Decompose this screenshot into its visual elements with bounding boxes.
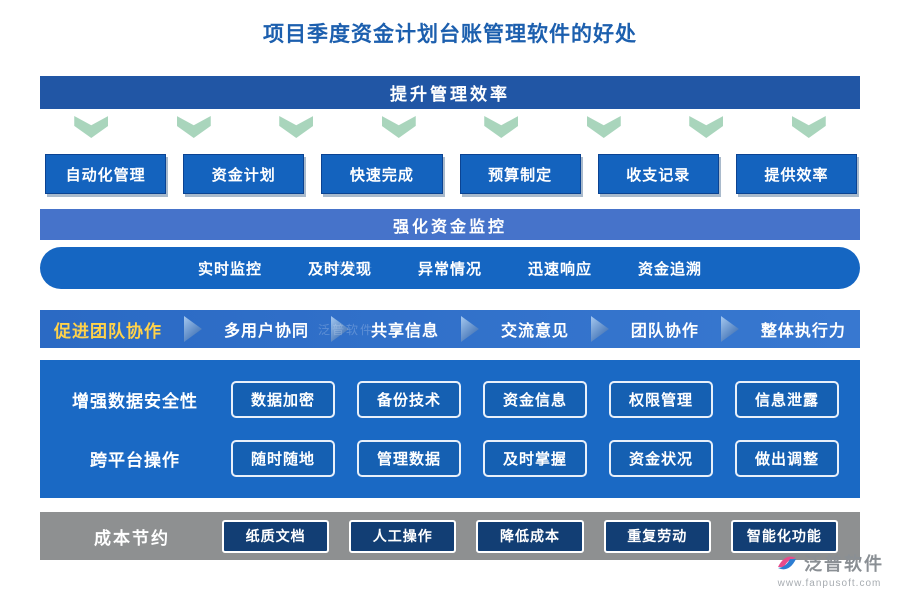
arrow-down-icon	[791, 116, 826, 138]
teamwork-item: 多用户协同	[223, 323, 309, 340]
efficiency-items: 自动化管理 资金计划 快速完成 预算制定 收支记录 提供效率	[45, 154, 858, 194]
arrow-down-icon	[176, 116, 211, 138]
efficiency-item: 提供效率	[735, 154, 858, 194]
platform-item: 随时随地	[231, 439, 335, 477]
brand-url: www.fanpusoft.com	[777, 578, 882, 589]
arrow-row	[40, 114, 860, 140]
arrow-right-icon	[460, 316, 479, 342]
security-item: 资金信息	[483, 381, 587, 419]
security-item: 数据加密	[231, 381, 335, 419]
cost-item: 重复劳动	[603, 519, 711, 553]
platform-item: 及时掌握	[483, 439, 587, 477]
teamwork-item: 整体执行力	[760, 323, 846, 340]
security-row: 增强数据安全性 数据加密 备份技术 资金信息 权限管理 信息泄露	[50, 381, 850, 419]
efficiency-item: 自动化管理	[45, 154, 167, 194]
platform-row: 跨平台操作 随时随地 管理数据 及时掌握 资金状况 做出调整	[50, 439, 850, 477]
arrow-right-icon	[330, 316, 349, 342]
monitoring-items: 实时监控 及时发现 异常情况 迅速响应 资金追溯	[40, 247, 860, 289]
platform-label: 跨平台操作	[90, 450, 180, 470]
efficiency-item: 快速完成	[321, 154, 443, 194]
monitoring-item: 及时发现	[307, 260, 372, 278]
banner-monitoring: 强化资金监控	[40, 209, 860, 240]
efficiency-item: 收支记录	[597, 154, 719, 194]
teamwork-item: 共享信息	[370, 323, 439, 340]
arrow-right-icon	[720, 316, 739, 342]
arrow-down-icon	[484, 116, 519, 138]
cost-item: 智能化功能	[730, 519, 839, 553]
teamwork-label: 促进团队协作	[54, 321, 162, 341]
fanpu-logo-icon	[778, 556, 796, 570]
teamwork-bar: 促进团队协作 多用户协同 共享信息 交流意见 团队协作 整体执行力	[40, 310, 860, 348]
cost-item: 纸质文档	[222, 519, 330, 553]
brand-name: 泛普软件	[804, 554, 884, 574]
cost-label: 成本节约	[94, 528, 170, 548]
brand-footer: 泛普软件 www.fanpusoft.com	[775, 550, 884, 589]
page-title: 项目季度资金计划台账管理软件的好处	[263, 23, 637, 46]
arrow-down-icon	[586, 116, 621, 138]
monitoring-item: 异常情况	[417, 260, 482, 278]
monitoring-item: 实时监控	[197, 260, 262, 278]
monitoring-item: 迅速响应	[528, 260, 593, 278]
monitoring-item: 资金追溯	[638, 260, 703, 278]
teamwork-item: 团队协作	[630, 323, 699, 340]
efficiency-item: 预算制定	[459, 154, 581, 194]
security-item: 信息泄露	[735, 381, 839, 419]
arrow-down-icon	[74, 116, 109, 138]
security-platform-block: 增强数据安全性 数据加密 备份技术 资金信息 权限管理 信息泄露 跨平台操作 随…	[40, 360, 860, 498]
banner-efficiency: 提升管理效率	[40, 76, 860, 109]
arrow-down-icon	[381, 116, 416, 138]
efficiency-item: 资金计划	[183, 154, 305, 194]
arrow-right-icon	[590, 316, 609, 342]
platform-item: 管理数据	[357, 439, 461, 477]
cost-item: 人工操作	[349, 519, 457, 553]
cost-item: 降低成本	[476, 519, 584, 553]
teamwork-item: 交流意见	[500, 323, 569, 340]
arrow-down-icon	[279, 116, 314, 138]
security-item: 权限管理	[609, 381, 713, 419]
arrow-right-icon	[183, 316, 202, 342]
platform-item: 做出调整	[735, 439, 839, 477]
security-item: 备份技术	[357, 381, 461, 419]
arrow-down-icon	[689, 116, 724, 138]
security-label: 增强数据安全性	[72, 392, 198, 412]
cost-block: 成本节约 纸质文档 人工操作 降低成本 重复劳动 智能化功能	[40, 512, 860, 560]
platform-item: 资金状况	[609, 439, 713, 477]
